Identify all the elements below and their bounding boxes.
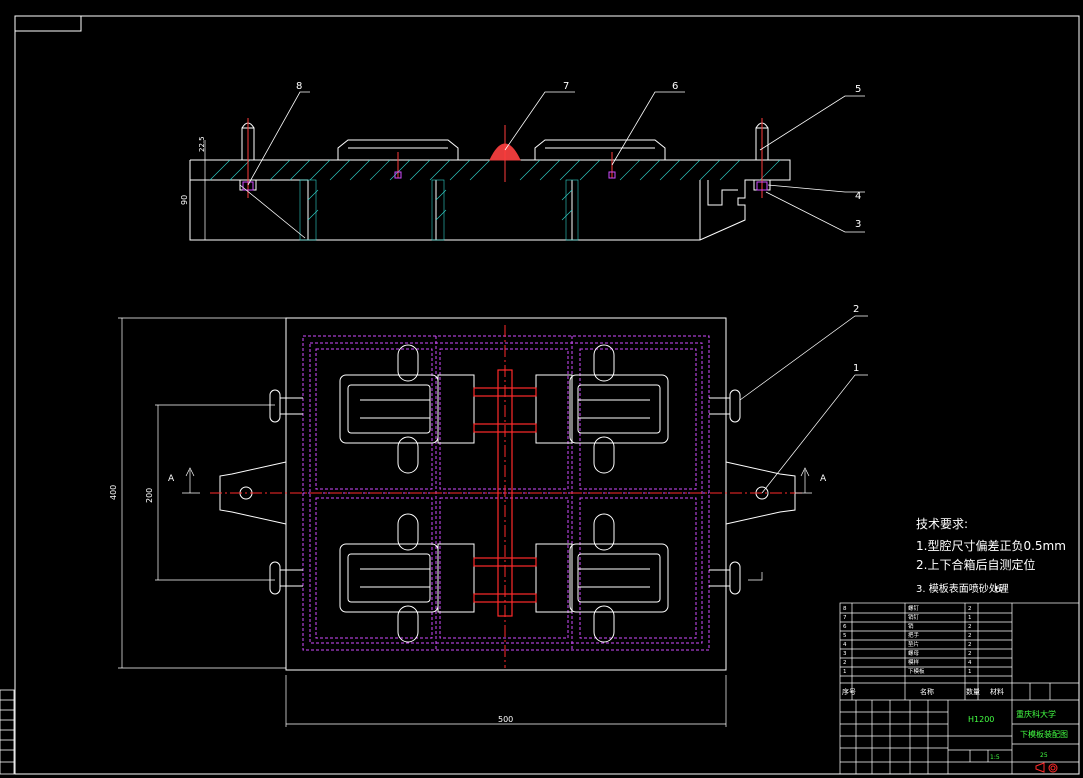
balloon-7: 7 (563, 81, 569, 92)
part-qty-8: 2 (968, 606, 972, 612)
section-hatch (209, 159, 781, 241)
section-mark-right: A (820, 474, 827, 484)
part-name-1: 下模板 (908, 667, 925, 675)
part-qty-7: 1 (968, 615, 972, 621)
part-no-5: 5 (843, 633, 847, 639)
pattern-modules (269, 344, 741, 643)
section-mark-left: A (168, 474, 175, 484)
part-no-8: 8 (843, 606, 847, 612)
roughness-symbol: 6/ (995, 585, 1005, 595)
dim-front-height: 90 (180, 195, 189, 205)
balloon-3: 3 (855, 219, 861, 230)
title-sheet-no: 25 (1040, 752, 1048, 759)
title-school: 重庆科大学 (1016, 709, 1056, 719)
left-margin-table (0, 689, 15, 775)
part-no-1: 1 (843, 669, 847, 675)
balloon-8: 8 (296, 81, 302, 92)
part-name-8: 螺钉 (908, 604, 920, 612)
title-block (839, 602, 1080, 775)
requirement-3: 3. 模板表面喷砂处理 (916, 582, 1009, 595)
part-name-6: 销 (908, 622, 914, 630)
part-qty-1: 1 (968, 669, 972, 675)
dim-plan-height: 400 (109, 485, 118, 500)
balloon-2: 2 (853, 304, 859, 315)
title-model: H1200 (968, 715, 994, 724)
balloon-4: 4 (855, 191, 861, 202)
dim-plan-width: 500 (498, 715, 513, 724)
part-no-2: 2 (843, 660, 847, 666)
part-name-7: 销钉 (908, 613, 920, 621)
projection-symbol (1035, 762, 1058, 773)
title-drawing-name: 下模板装配图 (1020, 729, 1068, 739)
part-no-4: 4 (843, 642, 847, 648)
part-name-5: 把手 (908, 631, 920, 639)
requirement-2: 2.上下合箱后自测定位 (916, 557, 1035, 572)
parts-header-material: 材料 (990, 687, 1004, 696)
dim-plan-inner-height: 200 (145, 488, 154, 503)
sheet-frame (14, 15, 1080, 775)
front-section-view: 90 22.5 8 7 6 5 4 3 (180, 81, 865, 241)
runner-system (473, 369, 537, 617)
part-no-6: 6 (843, 624, 847, 630)
plan-view: 400 200 500 A A 2 1 (109, 304, 868, 727)
part-name-4: 垫片 (908, 640, 919, 648)
parts-list: 8 螺钉 2 7 销钉 1 6 销 2 5 把手 2 4 垫片 2 3 螺母 2… (842, 604, 1004, 696)
balloon-5: 5 (855, 84, 861, 95)
part-qty-3: 2 (968, 651, 972, 657)
part-name-3: 螺母 (908, 649, 920, 657)
requirement-1: 1.型腔尺寸偏差正负0.5mm (916, 538, 1066, 553)
part-qty-5: 2 (968, 633, 972, 639)
part-qty-4: 2 (968, 642, 972, 648)
balloon-1: 1 (853, 363, 859, 374)
parts-header-name: 名称 (920, 687, 934, 696)
title-scale: 1:5 (990, 754, 1000, 761)
part-name-2: 模样 (908, 658, 920, 666)
dim-front-offset: 22.5 (198, 136, 206, 152)
part-no-3: 3 (843, 651, 847, 657)
part-qty-2: 4 (968, 660, 972, 666)
part-no-7: 7 (843, 615, 847, 621)
parts-header-qty: 数量 (966, 687, 980, 696)
technical-requirements: 技术要求: 1.型腔尺寸偏差正负0.5mm 2.上下合箱后自测定位 3. 模板表… (916, 517, 1066, 595)
requirements-heading: 技术要求: (916, 517, 968, 531)
title-block-text: H1200 重庆科大学 下模板装配图 1:5 25 (968, 709, 1068, 761)
parts-header-no: 序号 (842, 687, 856, 696)
part-qty-6: 2 (968, 624, 972, 630)
balloon-6: 6 (672, 81, 678, 92)
